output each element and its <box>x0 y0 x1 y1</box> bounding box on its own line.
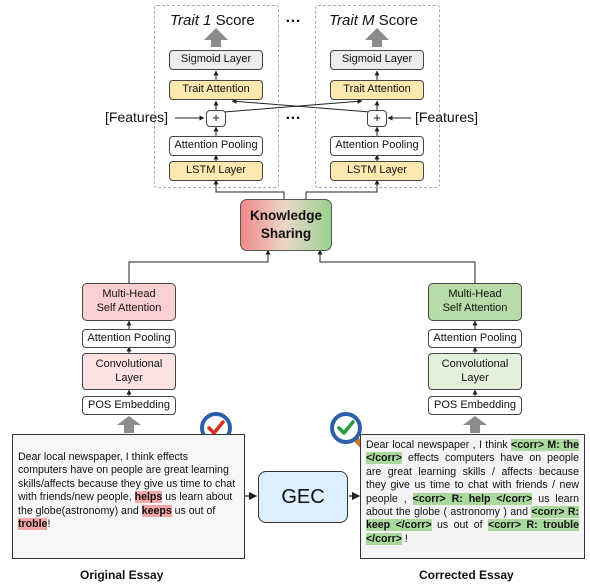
pos-embedding-right: POS Embedding <box>428 396 522 415</box>
trait-attention-m: Trait Attention <box>330 80 424 100</box>
mhsa-line1: Multi-Head <box>448 288 502 301</box>
trait-1-name: Trait 1 <box>170 12 212 29</box>
essay-text-segment: Dear local newspaper , I think <box>366 439 512 451</box>
essay-text-segment: effects computers have on people are gre… <box>366 452 579 505</box>
knowledge-sharing-block: Knowledge Sharing <box>240 199 332 251</box>
error-highlight: troble <box>18 518 48 531</box>
ellipsis-middle: … <box>285 106 302 123</box>
conv-line2: Layer <box>115 371 143 384</box>
trait-attention-1: Trait Attention <box>169 80 263 100</box>
essay-text-segment: us learn about the globe(astronomy) and <box>18 491 233 517</box>
essay-text-segment: us learn about the globe ( astronomy ) a… <box>366 492 579 519</box>
pos-embedding-left: POS Embedding <box>82 396 176 415</box>
corrected-essay-text: Dear local newspaper , I think <corr> M:… <box>360 434 585 559</box>
lstm-layer-m: LSTM Layer <box>330 161 424 181</box>
attention-pooling-right: Attention Pooling <box>428 329 522 348</box>
plus-operator-1: + <box>206 110 226 127</box>
features-right: [Features] <box>415 109 479 125</box>
error-highlight: keeps <box>141 504 172 517</box>
ellipsis-top: … <box>285 9 302 26</box>
sigmoid-layer-m: Sigmoid Layer <box>330 50 424 70</box>
attention-pooling-m: Attention Pooling <box>330 136 424 156</box>
trait-m-score-title: Trait M Score <box>329 12 418 29</box>
features-left: [Features] <box>105 109 169 125</box>
corrected-essay-caption: Corrected Essay <box>419 568 514 582</box>
conv-line1: Convolutional <box>441 357 509 370</box>
mhsa-line1: Multi-Head <box>102 288 156 301</box>
gec-block: GEC <box>258 471 348 523</box>
mhsa-line2: Self Attention <box>96 302 162 314</box>
trait-m-name: Trait M <box>329 12 375 29</box>
essay-text-segment: effects computers have on people are gre… <box>18 451 236 504</box>
conv-line2: Layer <box>461 371 489 384</box>
original-essay-caption: Original Essay <box>80 568 164 582</box>
mhsa-line2: Self Attention <box>442 302 508 314</box>
knowledge-sharing-line1: Knowledge <box>249 207 322 223</box>
conv-line1: Convolutional <box>95 357 163 370</box>
attention-pooling-1: Attention Pooling <box>169 136 263 156</box>
error-highlight: helps <box>134 491 163 504</box>
trait-m-panel <box>315 5 440 188</box>
plus-operator-m: + <box>367 110 387 127</box>
trait-1-score-title: Trait 1 Score <box>170 12 255 29</box>
attention-pooling-left: Attention Pooling <box>82 329 176 348</box>
lstm-layer-1: LSTM Layer <box>169 161 263 181</box>
correction-highlight: <corr> R: help </corr> <box>412 492 533 505</box>
original-essay-text: Dear local newspaper, I think effects co… <box>12 434 245 559</box>
score-suffix: Score <box>211 12 255 29</box>
knowledge-sharing-line2: Sharing <box>260 226 312 241</box>
score-suffix: Score <box>374 12 418 29</box>
trait-1-panel <box>154 5 279 188</box>
sigmoid-layer-1: Sigmoid Layer <box>169 50 263 70</box>
essay-text-segment: us out of <box>431 519 489 532</box>
essay-text-segment: Dear local newspaper, I think <box>18 451 157 463</box>
essay-text-segment: us out of <box>171 504 216 517</box>
essay-text-segment: ! <box>401 532 408 545</box>
essay-text-segment: ! <box>47 518 51 531</box>
